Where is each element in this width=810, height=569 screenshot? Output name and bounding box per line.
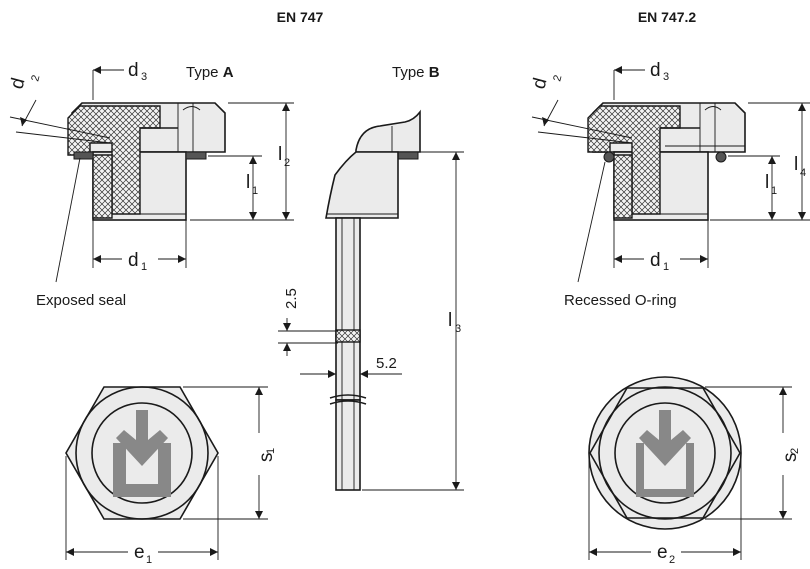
svg-text:d: d	[650, 60, 661, 81]
svg-text:l: l	[278, 144, 282, 165]
callout-recessed-oring: Recessed O-ring	[564, 292, 677, 309]
heading-en-747: EN 747	[277, 9, 324, 25]
type-a-top-view: s 1 e 1	[65, 386, 277, 566]
svg-text:d: d	[7, 76, 30, 92]
type-b-view: Type B 2.5 5.2 l 3	[278, 64, 464, 491]
svg-text:d: d	[128, 60, 139, 81]
svg-text:1: 1	[265, 448, 277, 454]
svg-text:s: s	[256, 453, 277, 463]
callout-exposed-seal: Exposed seal	[36, 292, 126, 309]
svg-text:2: 2	[29, 74, 42, 83]
en747-2-side-view	[587, 102, 746, 221]
svg-text:l: l	[794, 154, 798, 175]
svg-text:2: 2	[284, 157, 290, 169]
en747-2-dimensions: d 3 d 2 d 1 l 1 l 4 Recessed O-ring	[529, 60, 810, 309]
svg-text:d: d	[529, 76, 552, 92]
type-a-side-view	[67, 102, 226, 221]
svg-text:s: s	[780, 453, 801, 463]
svg-text:1: 1	[771, 185, 777, 197]
svg-text:Type A: Type A	[186, 64, 234, 81]
svg-text:e: e	[134, 542, 145, 563]
type-a-dimensions: d 3 Type A d 2 d 1 l 1 l 2 Exposed	[7, 60, 294, 309]
svg-text:l: l	[448, 310, 452, 331]
svg-text:d: d	[128, 250, 139, 271]
svg-text:3: 3	[455, 323, 461, 335]
svg-text:3: 3	[663, 71, 669, 83]
svg-text:1: 1	[146, 554, 152, 566]
en747-2-top-view: s 2 e 2	[588, 376, 801, 566]
flow-arrow-symbol-icon	[113, 410, 171, 497]
svg-text:l: l	[246, 172, 250, 193]
svg-text:3: 3	[141, 71, 147, 83]
svg-text:d: d	[650, 250, 661, 271]
svg-text:Type B: Type B	[392, 64, 440, 81]
svg-text:l: l	[765, 172, 769, 193]
heading-en-747-2: EN 747.2	[638, 9, 697, 25]
flow-arrow-symbol-icon	[636, 410, 694, 497]
svg-text:e: e	[657, 542, 668, 563]
svg-text:2.5: 2.5	[283, 288, 300, 309]
svg-text:2: 2	[789, 448, 801, 454]
svg-text:2: 2	[669, 554, 675, 566]
svg-text:4: 4	[800, 167, 806, 179]
svg-text:1: 1	[252, 185, 258, 197]
svg-text:5.2: 5.2	[376, 355, 397, 372]
svg-text:2: 2	[551, 74, 564, 83]
svg-text:1: 1	[141, 261, 147, 273]
svg-text:1: 1	[663, 261, 669, 273]
